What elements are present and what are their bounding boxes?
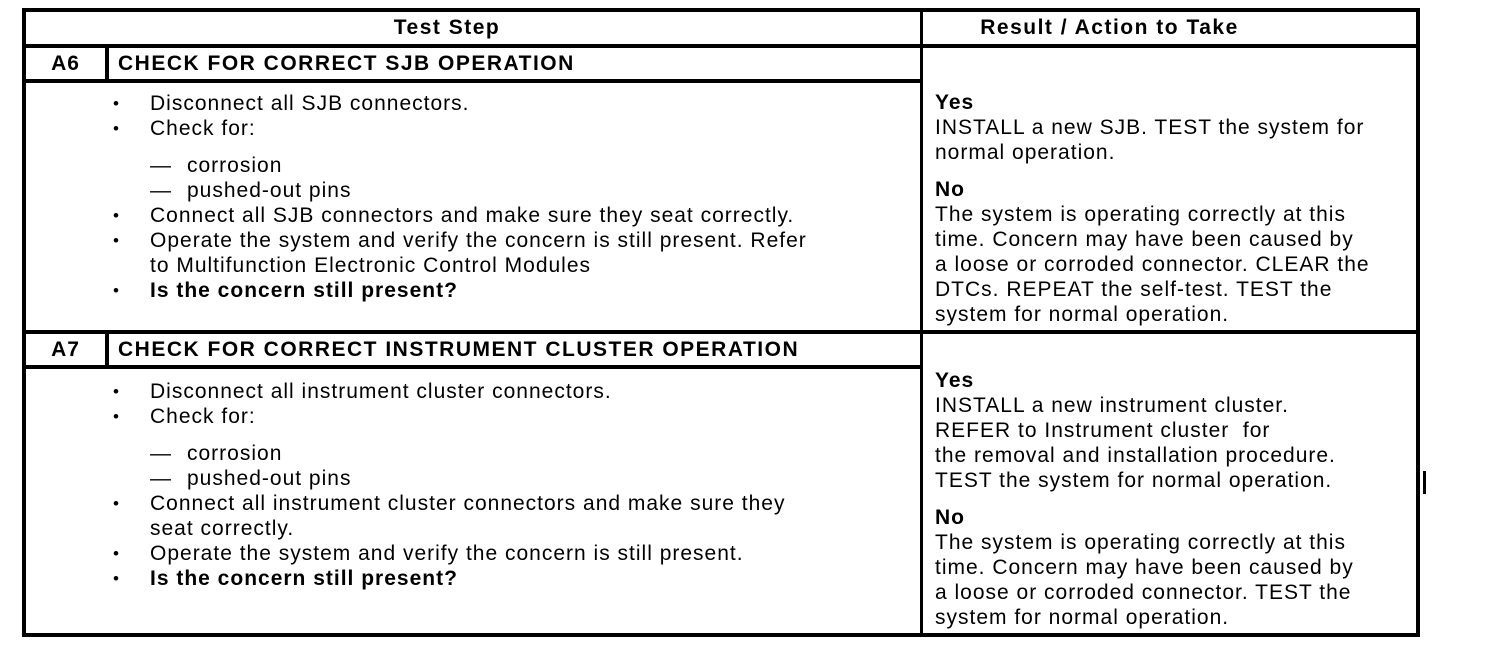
list-item: • Check for: bbox=[26, 404, 920, 429]
row-title-a7: CHECK FOR CORRECT INSTRUMENT CLUSTER OPE… bbox=[109, 334, 920, 365]
dash-icon: — bbox=[150, 179, 172, 202]
list-item: • Connect all SJB connectors and make su… bbox=[26, 203, 920, 228]
result-block-yes: Yes INSTALL a new SJB. TEST the system f… bbox=[935, 90, 1412, 165]
list-item: — pushed-out pins bbox=[26, 466, 920, 491]
step-id-a7: A7 bbox=[51, 337, 80, 361]
column-header-result-action: Result / Action to Take bbox=[923, 12, 1416, 44]
step-text: Operate the system and verify the concer… bbox=[150, 229, 807, 277]
row-title-a6-label: CHECK FOR CORRECT SJB OPERATION bbox=[118, 51, 575, 75]
dash-icon: — bbox=[150, 154, 172, 177]
bullet-icon: • bbox=[113, 206, 120, 225]
dash-icon: — bbox=[150, 442, 172, 465]
dash-icon: — bbox=[150, 467, 172, 490]
bullet-icon: • bbox=[113, 569, 120, 588]
step-text: Is the concern still present? bbox=[150, 279, 458, 302]
column-header-test-step: Test Step bbox=[26, 12, 920, 44]
result-text: The system is operating correctly at thi… bbox=[935, 531, 1354, 629]
list-item: • Connect all instrument cluster connect… bbox=[26, 491, 920, 541]
test-step-header-label: Test Step bbox=[393, 16, 501, 39]
step-text: Disconnect all SJB connectors. bbox=[150, 92, 470, 115]
step-text: Disconnect all instrument cluster connec… bbox=[150, 380, 612, 403]
bullet-icon: • bbox=[113, 281, 120, 300]
list-item: • Check for: bbox=[26, 116, 920, 141]
step-id-cell-a6: A6 bbox=[26, 48, 105, 79]
step-text: Check for: bbox=[150, 405, 256, 428]
bullet-icon: • bbox=[113, 544, 120, 563]
bullet-icon: • bbox=[113, 94, 120, 113]
step-text: Is the concern still present? bbox=[150, 567, 458, 590]
list-item: — corrosion bbox=[26, 441, 920, 466]
result-block-yes: Yes INSTALL a new instrument cluster. RE… bbox=[935, 368, 1412, 493]
bullet-icon: • bbox=[113, 231, 120, 250]
result-text: INSTALL a new instrument cluster. REFER … bbox=[935, 394, 1336, 492]
row-boundary-a6-a7 bbox=[26, 330, 1416, 334]
list-item: • Disconnect all SJB connectors. bbox=[26, 91, 920, 116]
scan-artifact-line bbox=[1423, 471, 1426, 494]
bullet-icon: • bbox=[113, 119, 120, 138]
result-label-no: No bbox=[935, 506, 965, 529]
test-steps-a7: • Disconnect all instrument cluster conn… bbox=[26, 379, 920, 591]
result-header-label: Result / Action to Take bbox=[980, 16, 1239, 39]
result-cell-a6: Yes INSTALL a new SJB. TEST the system f… bbox=[923, 48, 1416, 330]
list-item: — corrosion bbox=[26, 153, 920, 178]
result-label-no: No bbox=[935, 178, 965, 201]
step-text: Check for: bbox=[150, 117, 256, 140]
list-item: • Is the concern still present? bbox=[26, 278, 920, 303]
step-text: pushed-out pins bbox=[187, 179, 352, 202]
row-title-a6: CHECK FOR CORRECT SJB OPERATION bbox=[109, 48, 920, 79]
list-item: • Is the concern still present? bbox=[26, 566, 920, 591]
row-a7-id-divider bbox=[105, 334, 109, 365]
step-text: Connect all instrument cluster connector… bbox=[150, 492, 786, 540]
result-text: The system is operating correctly at thi… bbox=[935, 203, 1370, 326]
list-item: • Operate the system and verify the conc… bbox=[26, 228, 920, 278]
step-text: pushed-out pins bbox=[187, 467, 352, 490]
bullet-icon: • bbox=[113, 494, 120, 513]
result-cell-a7: Yes INSTALL a new instrument cluster. RE… bbox=[923, 334, 1416, 633]
bullet-icon: • bbox=[113, 407, 120, 426]
result-label-yes: Yes bbox=[935, 91, 975, 114]
bullet-icon: • bbox=[113, 382, 120, 401]
step-text: Connect all SJB connectors and make sure… bbox=[150, 204, 795, 227]
result-block-no: No The system is operating correctly at … bbox=[935, 177, 1412, 327]
step-text: Operate the system and verify the concer… bbox=[150, 542, 744, 565]
row-a6-title-bottom-border bbox=[26, 79, 920, 83]
pinpoint-test-table: Test Step Result / Action to Take A6 CHE… bbox=[22, 8, 1420, 637]
result-text: INSTALL a new SJB. TEST the system for n… bbox=[935, 116, 1365, 164]
row-a6-id-divider bbox=[105, 48, 109, 79]
step-id-cell-a7: A7 bbox=[26, 334, 105, 365]
step-text: corrosion bbox=[187, 442, 283, 465]
result-label-yes: Yes bbox=[935, 369, 975, 392]
list-item: — pushed-out pins bbox=[26, 178, 920, 203]
list-item: • Operate the system and verify the conc… bbox=[26, 541, 920, 566]
list-item: • Disconnect all instrument cluster conn… bbox=[26, 379, 920, 404]
column-divider bbox=[920, 12, 923, 633]
test-steps-a6: • Disconnect all SJB connectors. • Check… bbox=[26, 91, 920, 303]
row-title-a7-label: CHECK FOR CORRECT INSTRUMENT CLUSTER OPE… bbox=[118, 337, 800, 361]
step-id-a6: A6 bbox=[51, 51, 80, 75]
header-bottom-border bbox=[26, 44, 1416, 48]
result-block-no: No The system is operating correctly at … bbox=[935, 505, 1412, 630]
step-text: corrosion bbox=[187, 154, 283, 177]
row-a7-title-bottom-border bbox=[26, 365, 920, 369]
